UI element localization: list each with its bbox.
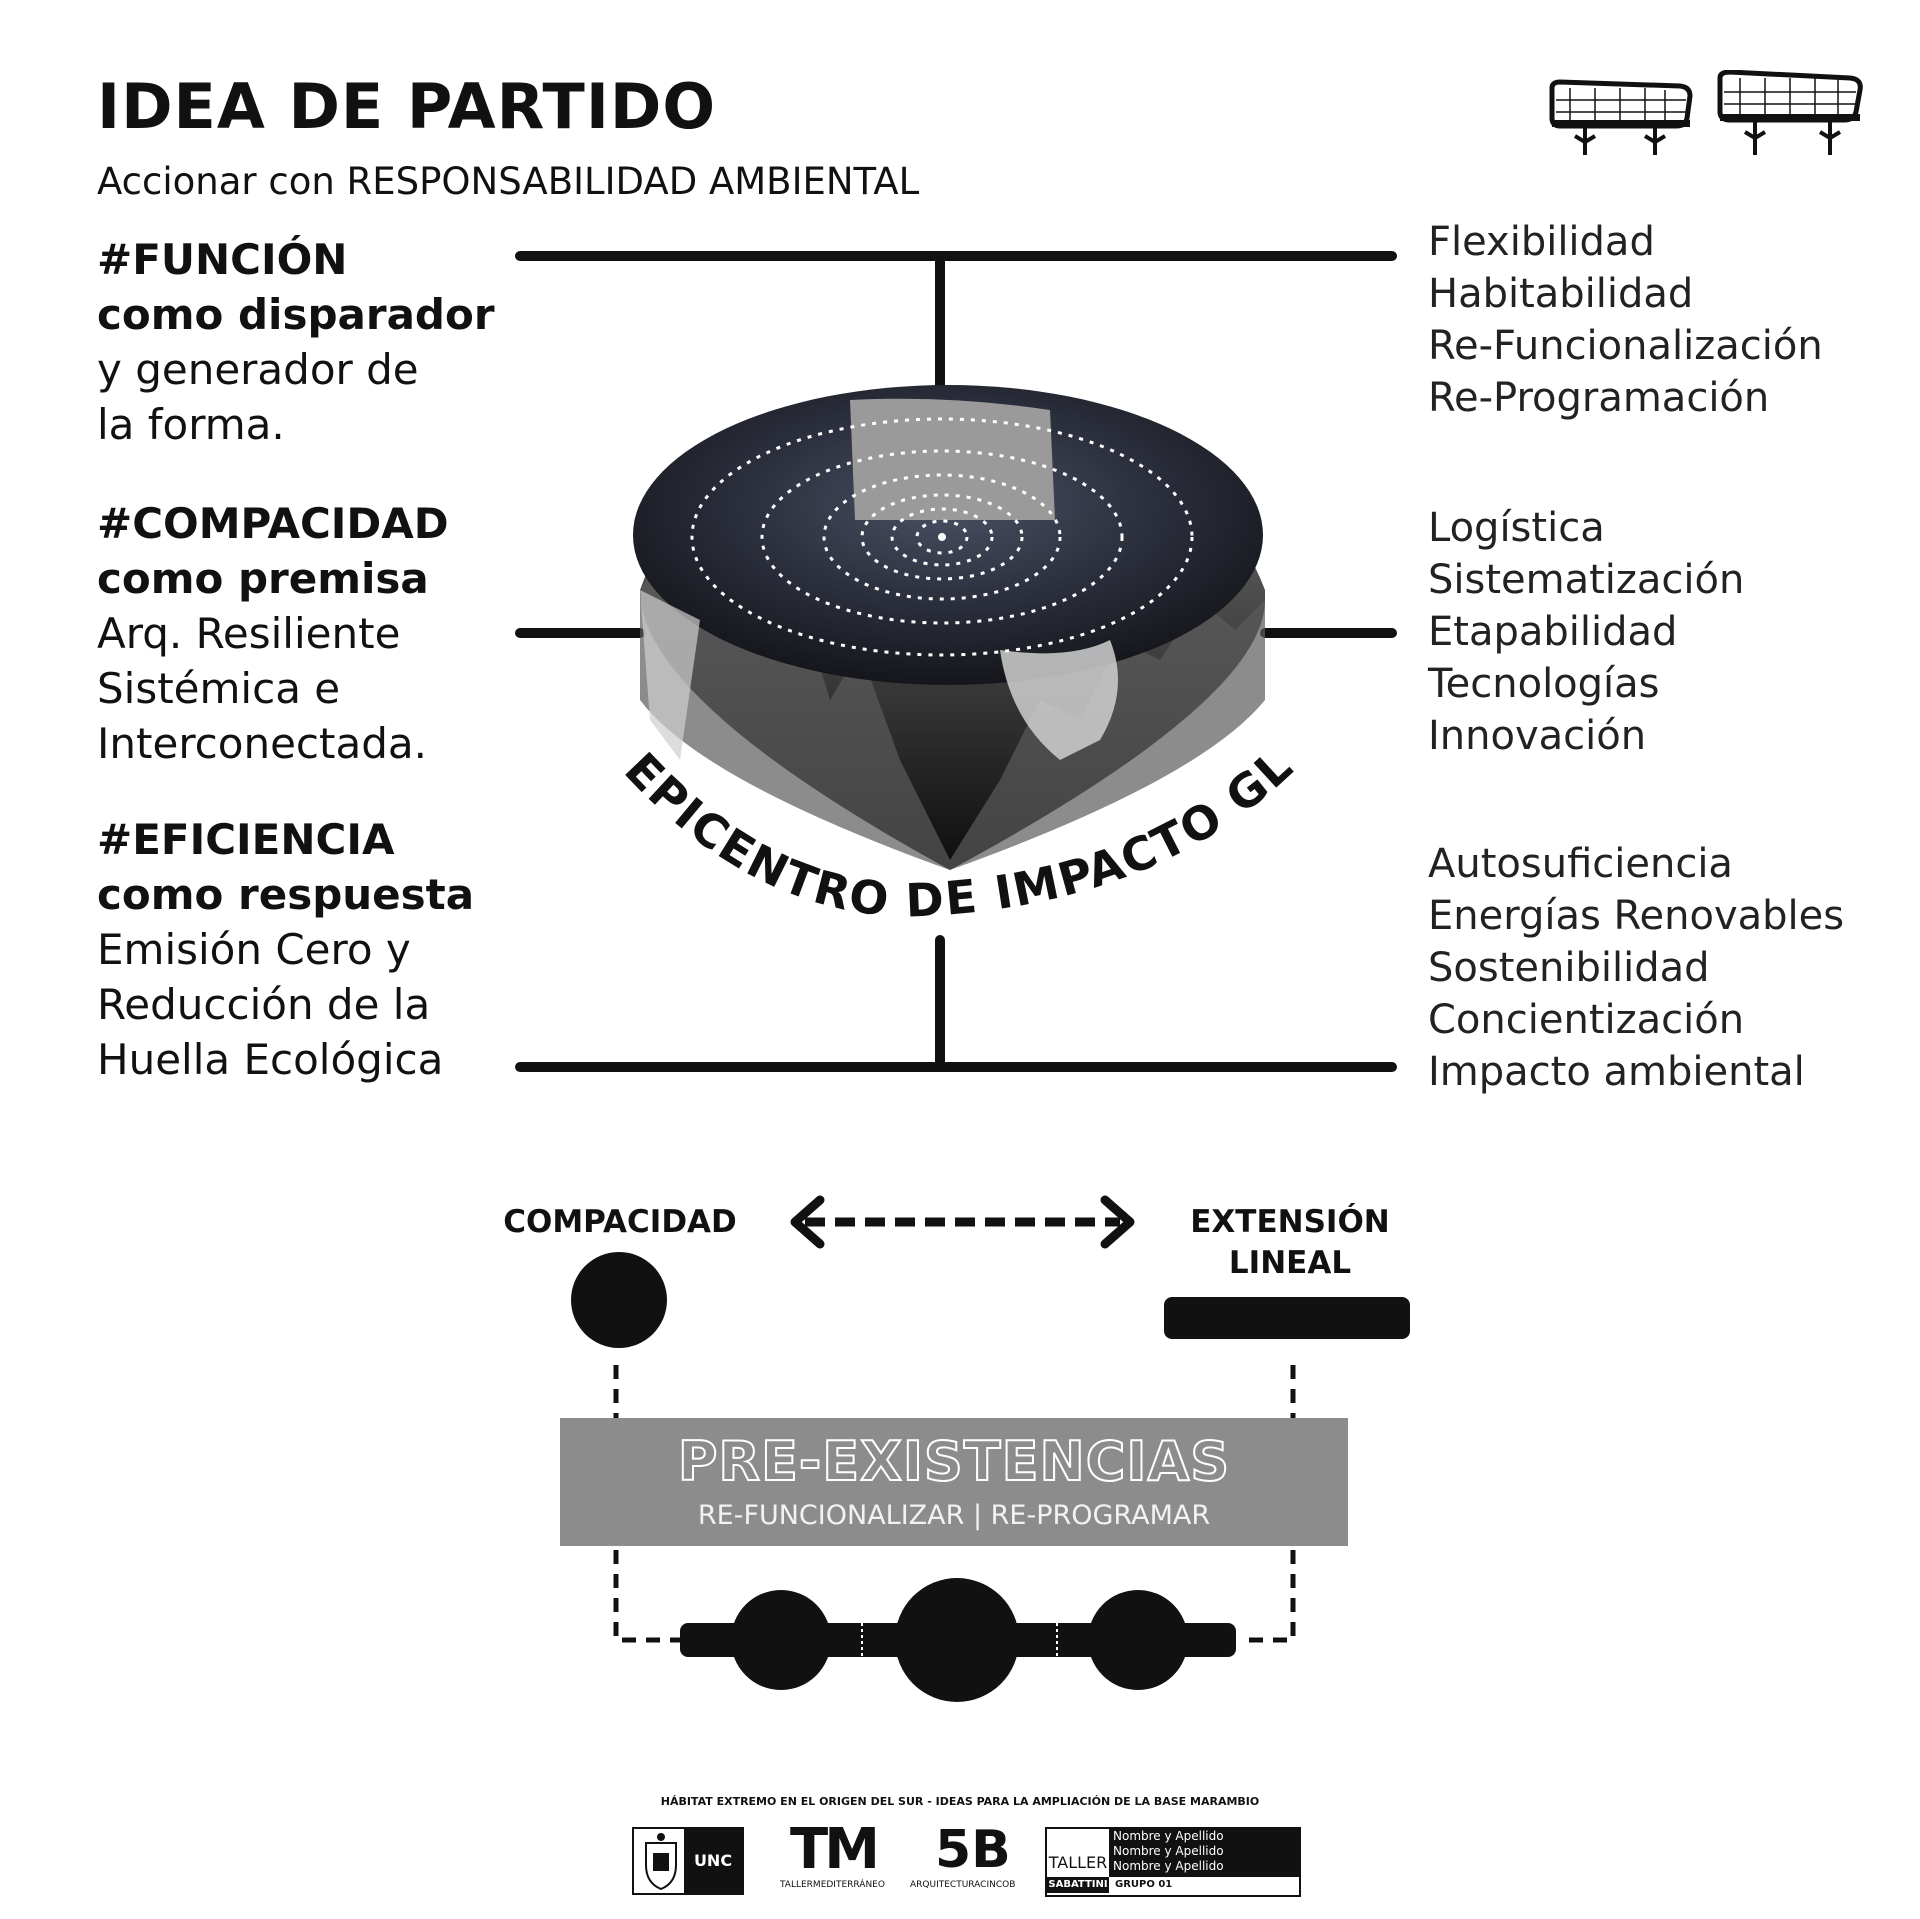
compacidad-label: COMPACIDAD xyxy=(503,1204,737,1240)
right-item: Sistematización xyxy=(1428,557,1745,603)
member-name: Nombre y Apellido xyxy=(1113,1829,1224,1843)
linear-bar xyxy=(1164,1297,1410,1339)
right-item: Autosuficiencia xyxy=(1428,841,1733,887)
left-line: Interconectada. xyxy=(97,719,427,768)
left-block-eficiencia: #EFICIENCIA como respuesta Emisión Cero … xyxy=(97,812,474,1087)
right-block-1: Flexibilidad Habitabilidad Re-Funcionali… xyxy=(1428,216,1823,424)
left-tag: #COMPACIDAD xyxy=(97,499,449,548)
unc-text: UNC xyxy=(684,1829,742,1893)
left-block-funcion: #FUNCIÓN como disparador y generador de … xyxy=(97,232,495,452)
crest-icon xyxy=(645,1833,677,1891)
left-line: la forma. xyxy=(97,400,285,449)
grupo-label: GRUPO 01 xyxy=(1115,1879,1173,1890)
fiveb-logo: 5B xyxy=(935,1820,1011,1880)
tm-logo: TM xyxy=(790,1817,880,1882)
left-tag: #FUNCIÓN xyxy=(97,235,348,284)
building-logo-icon xyxy=(1549,70,1863,155)
tm-caption: TALLERMEDITERRÁNEO xyxy=(780,1880,885,1890)
right-block-2: Logística Sistematización Etapabilidad T… xyxy=(1428,502,1744,762)
left-line: Arq. Resiliente xyxy=(97,609,401,658)
left-tag: #EFICIENCIA xyxy=(97,815,395,864)
dashed-links xyxy=(613,1365,1296,1643)
right-item: Etapabilidad xyxy=(1428,609,1678,655)
right-item: Concientización xyxy=(1428,997,1745,1043)
fiveb-caption: ARQUITECTURACINCOB xyxy=(910,1880,1016,1890)
names-box: Nombre y Apellido Nombre y Apellido Nomb… xyxy=(1109,1829,1299,1877)
right-item: Flexibilidad xyxy=(1428,219,1655,265)
right-item: Energías Renovables xyxy=(1428,893,1845,939)
earth-cylinder-illustration xyxy=(633,385,1265,870)
connector-lines xyxy=(515,251,1397,1072)
page-subtitle: Accionar con RESPONSABILIDAD AMBIENTAL xyxy=(97,160,920,203)
member-name: Nombre y Apellido xyxy=(1113,1859,1224,1873)
left-line: y generador de xyxy=(97,345,419,394)
right-item: Re-Programación xyxy=(1428,375,1770,421)
unc-logo: UNC xyxy=(632,1827,744,1895)
right-item: Sostenibilidad xyxy=(1428,945,1710,991)
right-item: Logística xyxy=(1428,505,1605,551)
right-item: Impacto ambiental xyxy=(1428,1049,1805,1095)
pre-existencias-title: PRE-EXISTENCIAS xyxy=(677,1429,1231,1494)
right-block-3: Autosuficiencia Energías Renovables Sost… xyxy=(1428,838,1844,1098)
sabattini-label: SABATTINI xyxy=(1047,1877,1109,1893)
left-line: Sistémica e xyxy=(97,664,341,713)
taller-block: TALLER Nombre y Apellido Nombre y Apelli… xyxy=(1045,1827,1301,1897)
arrow-double xyxy=(790,1195,1135,1249)
left-line: Reducción de la xyxy=(97,980,431,1029)
taller-label: TALLER xyxy=(1048,1853,1108,1872)
combined-figure xyxy=(680,1578,1236,1702)
right-item: Re-Funcionalización xyxy=(1428,323,1823,369)
right-item: Innovación xyxy=(1428,713,1647,759)
extension-lineal-label: EXTENSIÓN LINEAL xyxy=(1160,1202,1420,1284)
pre-existencias-box xyxy=(560,1418,1348,1546)
member-name: Nombre y Apellido xyxy=(1113,1844,1224,1858)
footer-caption: HÁBITAT EXTREMO EN EL ORIGEN DEL SUR - I… xyxy=(660,1795,1260,1808)
page-title: IDEA DE PARTIDO xyxy=(97,70,717,143)
lineal-label: LINEAL xyxy=(1228,1245,1352,1281)
left-block-compacidad: #COMPACIDAD como premisa Arq. Resiliente… xyxy=(97,496,449,771)
left-bold: como respuesta xyxy=(97,870,475,919)
left-bold: como premisa xyxy=(97,554,429,603)
pre-existencias-subtitle: RE-FUNCIONALIZAR | RE-PROGRAMAR xyxy=(697,1500,1211,1531)
right-item: Tecnologías xyxy=(1428,661,1660,707)
right-item: Habitabilidad xyxy=(1428,271,1694,317)
left-line: Emisión Cero y xyxy=(97,925,411,974)
left-line: Huella Ecológica xyxy=(97,1035,444,1084)
compact-circle xyxy=(571,1252,667,1348)
extension-label: EXTENSIÓN xyxy=(1190,1204,1390,1240)
left-bold: como disparador xyxy=(97,290,495,339)
